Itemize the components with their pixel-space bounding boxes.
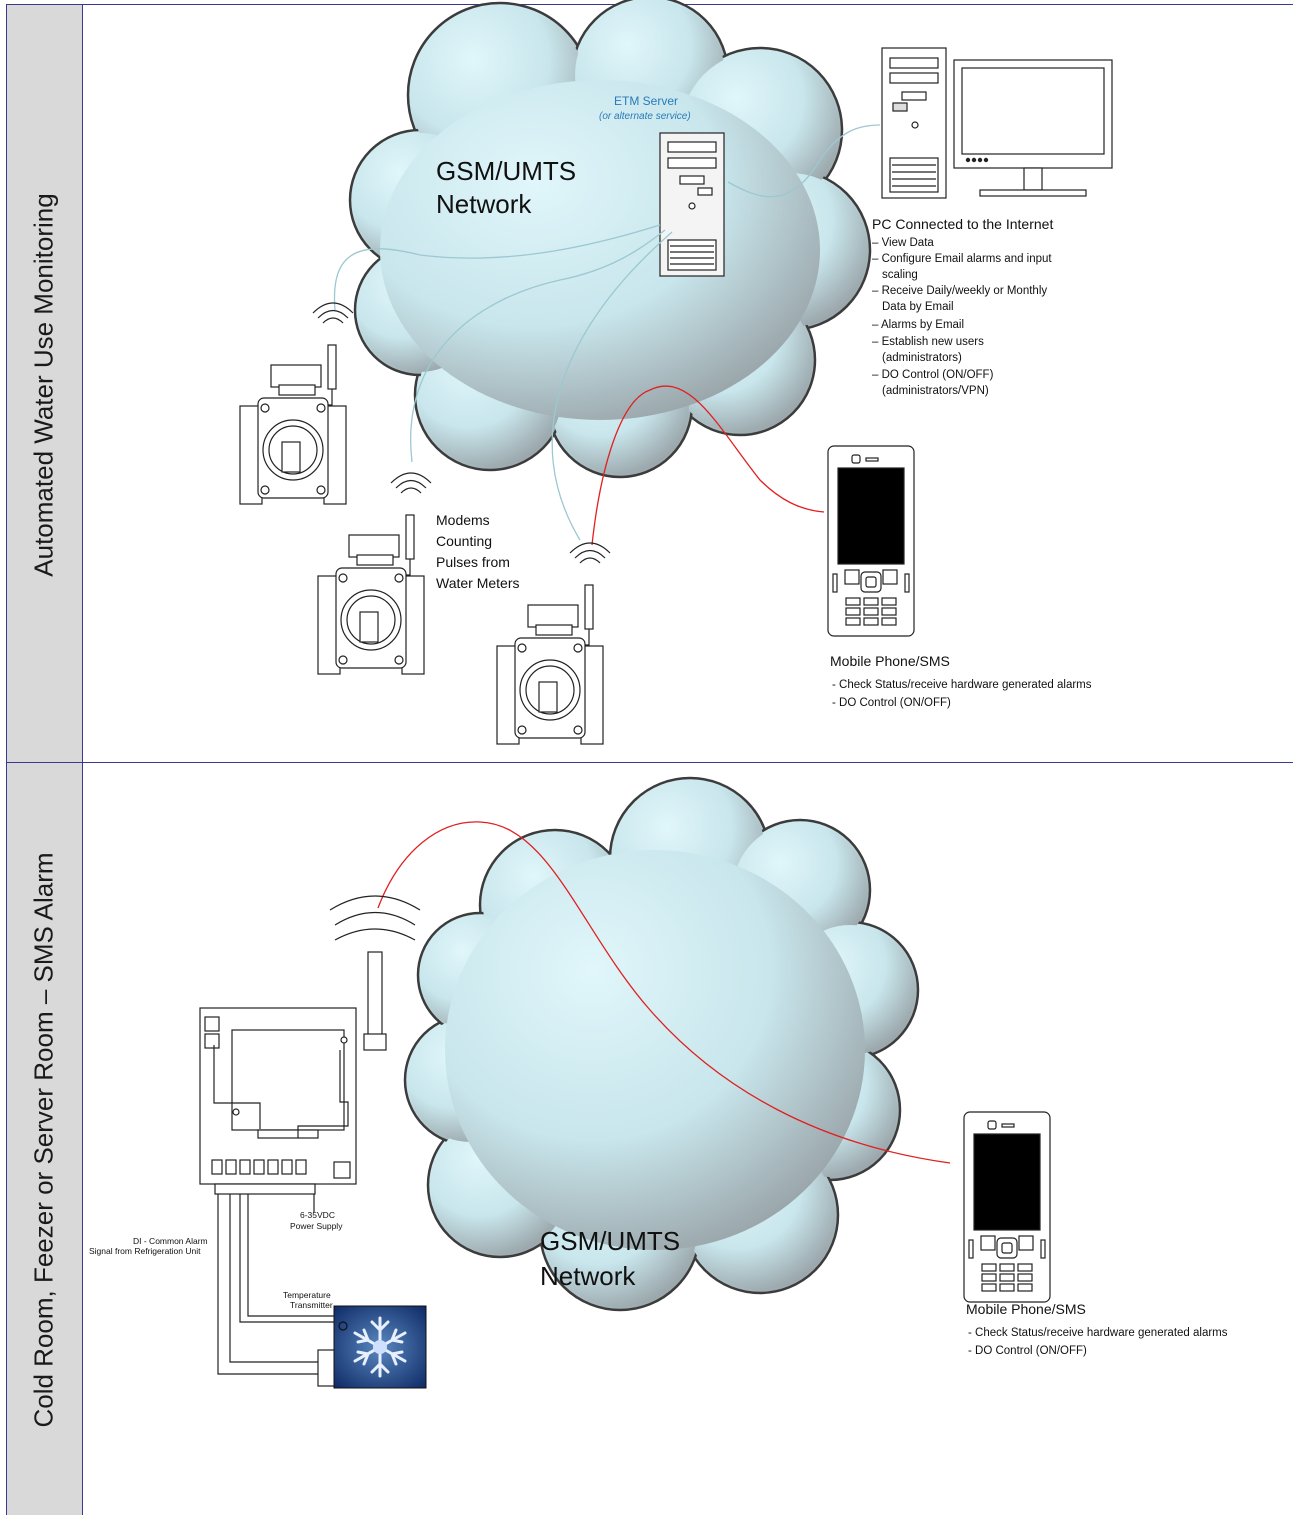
- server-tower-icon: [659, 132, 725, 277]
- water-meter-modem-icon: [317, 472, 432, 675]
- section-label-panel-top: [7, 5, 82, 762]
- pc-item: (administrators/VPN): [882, 385, 989, 397]
- desktop-computer-icon: [881, 47, 1113, 199]
- di-label: Signal from Refrigeration Unit: [89, 1246, 201, 1256]
- pc-feature-list: – View Data – Configure Email alarms and…: [872, 237, 1052, 397]
- power-label: 6-35VDC: [300, 1210, 335, 1220]
- column-divider: [82, 4, 83, 1515]
- modems-label: Modems Counting Pulses from Water Meters: [436, 512, 520, 591]
- pc-item: – Configure Email alarms and input: [872, 253, 1052, 265]
- temp-label: Temperature: [283, 1290, 331, 1300]
- network-label-top-2: Network: [436, 189, 532, 219]
- temp-wire: [239, 1194, 340, 1323]
- modems-label-line: Counting: [436, 533, 492, 549]
- water-meter-modem-icon: [496, 542, 611, 745]
- phone-title-top: Mobile Phone/SMS: [830, 653, 950, 669]
- row-divider: [6, 762, 1293, 763]
- network-label-top-1: GSM/UMTS: [436, 156, 576, 186]
- pc-item: – Establish new users: [872, 336, 984, 348]
- water-meter-modem-icon: [239, 302, 354, 505]
- pc-item: – Alarms by Email: [872, 319, 964, 331]
- mobile-phone-icon: [963, 1111, 1051, 1303]
- sms-link-line-bottom: [377, 821, 951, 1164]
- network-cloud-bottom: [403, 776, 920, 1312]
- power-label: Power Supply: [290, 1221, 343, 1231]
- alarm-controller-icon: [199, 895, 421, 1195]
- phone-title-bottom: Mobile Phone/SMS: [966, 1301, 1086, 1317]
- di-wire: [217, 1194, 322, 1375]
- pc-item: – Receive Daily/weekly or Monthly: [872, 285, 1047, 297]
- server-title: ETM Server: [614, 94, 678, 108]
- modems-label-line: Modems: [436, 512, 490, 528]
- pc-item: – DO Control (ON/OFF): [872, 369, 994, 381]
- phone-item-bottom: - DO Control (ON/OFF): [968, 1345, 1087, 1357]
- temp-wire: [247, 1194, 340, 1317]
- sms-link-line-top: [591, 385, 825, 546]
- server-subtitle: (or alternate service): [599, 111, 691, 122]
- phone-item-top: - Check Status/receive hardware generate…: [832, 679, 1092, 691]
- modems-label-line: Pulses from: [436, 554, 510, 570]
- mobile-phone-icon: [827, 445, 915, 637]
- pc-item: (administrators): [882, 352, 962, 364]
- network-cloud-top: [348, 0, 872, 479]
- di-label: DI - Common Alarm: [133, 1236, 208, 1246]
- modems-label-line: Water Meters: [436, 575, 520, 591]
- section-label-panel-bottom: [7, 763, 82, 1515]
- pc-item: – View Data: [872, 237, 934, 249]
- data-link-lines: [333, 124, 881, 541]
- di-wire: [229, 1194, 322, 1363]
- pc-item: scaling: [882, 269, 918, 281]
- temp-label: Transmitter: [290, 1300, 333, 1310]
- pc-title: PC Connected to the Internet: [872, 216, 1053, 232]
- network-label-bottom-1: GSM/UMTS: [540, 1226, 680, 1256]
- network-label-bottom-2: Network: [540, 1261, 636, 1291]
- phone-item-bottom: - Check Status/receive hardware generate…: [968, 1327, 1228, 1339]
- snowflake-icon: [333, 1305, 427, 1389]
- phone-item-top: - DO Control (ON/OFF): [832, 697, 951, 709]
- pc-item: Data by Email: [882, 301, 954, 313]
